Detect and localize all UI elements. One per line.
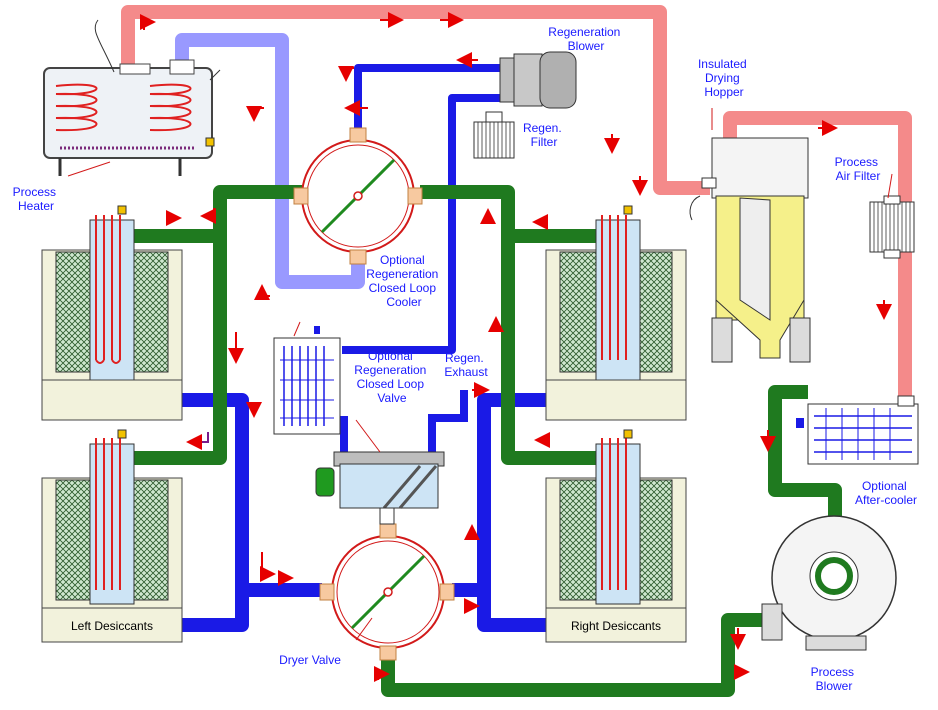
hot-process-pipe xyxy=(121,5,710,195)
green-right-upper xyxy=(420,185,600,243)
regen-filter-icon xyxy=(473,111,515,159)
regen-cooler-pipe xyxy=(342,94,500,354)
process-air-filter-icon xyxy=(869,195,915,259)
regen-exhaust-label: Regen. Exhaust xyxy=(444,351,488,379)
process-blower-icon xyxy=(761,515,897,651)
regen-return-pipe xyxy=(175,33,365,289)
regeneration-blower-label: Regeneration Blower xyxy=(548,25,623,53)
right-desiccants-label: Right Desiccants xyxy=(571,619,661,633)
closed-loop-cooler-icon xyxy=(273,326,341,435)
desiccant-bed-icon xyxy=(41,205,183,421)
process-heater-icon xyxy=(43,19,221,176)
hot-process-pipe-right xyxy=(723,111,912,400)
after-cooler-icon xyxy=(796,395,919,465)
after-cooler-label: Optional After-cooler xyxy=(855,479,917,507)
desiccant-bed-icon xyxy=(41,429,183,643)
purple-flow-arrow xyxy=(186,432,209,450)
regen-filter-label: Regen. Filter xyxy=(523,121,565,149)
green-left-lower xyxy=(130,236,227,465)
process-heater-label: Process Heater xyxy=(13,185,60,213)
dryer-valve-icon xyxy=(319,523,455,661)
process-air-filter-label: Process Air Filter xyxy=(835,155,882,183)
regeneration-valve-icon xyxy=(293,127,423,265)
desiccant-bed-icon xyxy=(545,429,687,643)
valve-exhaust-pipe xyxy=(428,390,468,452)
flow-arrows xyxy=(140,12,892,682)
process-blower-label: Process Blower xyxy=(811,665,858,693)
green-right-lower xyxy=(501,236,600,465)
green-left-upper xyxy=(130,185,302,243)
leader-lines xyxy=(67,108,893,641)
closed-loop-valve-label: Optional Regeneration Closed Loop Valve xyxy=(354,349,429,405)
insulated-drying-hopper-label: Insulated Drying Hopper xyxy=(698,57,750,99)
closed-loop-valve-icon xyxy=(315,451,445,525)
regen-left-pipe-bottom xyxy=(182,590,249,632)
left-desiccants-label: Left Desiccants xyxy=(71,619,153,633)
desiccant-bed-icon xyxy=(545,205,687,421)
regeneration-blower-icon xyxy=(499,51,577,109)
drying-hopper-icon xyxy=(689,137,811,363)
dryer-valve-label: Dryer Valve xyxy=(279,653,341,667)
closed-loop-cooler-label: Optional Regeneration Closed Loop Cooler xyxy=(366,253,441,309)
regen-left-pipe-top xyxy=(182,393,322,597)
